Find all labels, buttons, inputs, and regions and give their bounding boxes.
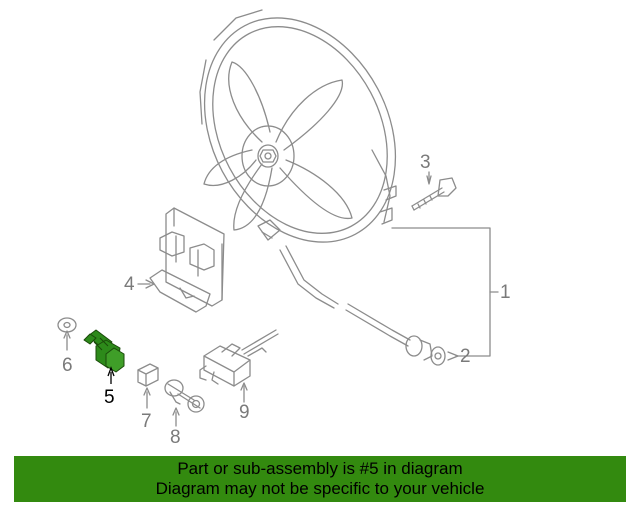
callout-6[interactable]: 6 xyxy=(62,355,73,376)
leader-lines xyxy=(63,171,499,427)
fan-assembly[interactable] xyxy=(167,0,433,276)
banner-line-disclaimer: Diagram may not be specific to your vehi… xyxy=(155,479,485,498)
valve-part-9[interactable] xyxy=(199,329,279,387)
washer-part-6[interactable] xyxy=(57,317,77,333)
banner-line-part: Part or sub-assembly is #5 in diagram xyxy=(177,459,463,478)
callout-4[interactable]: 4 xyxy=(124,274,135,295)
banner-background xyxy=(14,456,626,502)
callout-2[interactable]: 2 xyxy=(460,346,471,367)
fan-wire-harness[interactable] xyxy=(279,245,446,366)
callout-9[interactable]: 9 xyxy=(239,402,250,423)
resistor-part-4[interactable] xyxy=(149,207,225,313)
info-banner: Part or sub-assembly is #5 in diagram Di… xyxy=(14,456,626,502)
callout-8[interactable]: 8 xyxy=(170,427,181,448)
bolt-part-3[interactable] xyxy=(411,177,457,211)
leader-line-5 xyxy=(107,366,115,384)
callout-1[interactable]: 1 xyxy=(500,282,511,303)
callout-3[interactable]: 3 xyxy=(420,152,431,173)
switch-part-8[interactable] xyxy=(164,379,205,413)
callout-5[interactable]: 5 xyxy=(104,387,115,408)
callout-7[interactable]: 7 xyxy=(141,411,152,432)
sensor-part-5[interactable] xyxy=(83,329,125,373)
connector-part-7[interactable] xyxy=(137,363,159,387)
